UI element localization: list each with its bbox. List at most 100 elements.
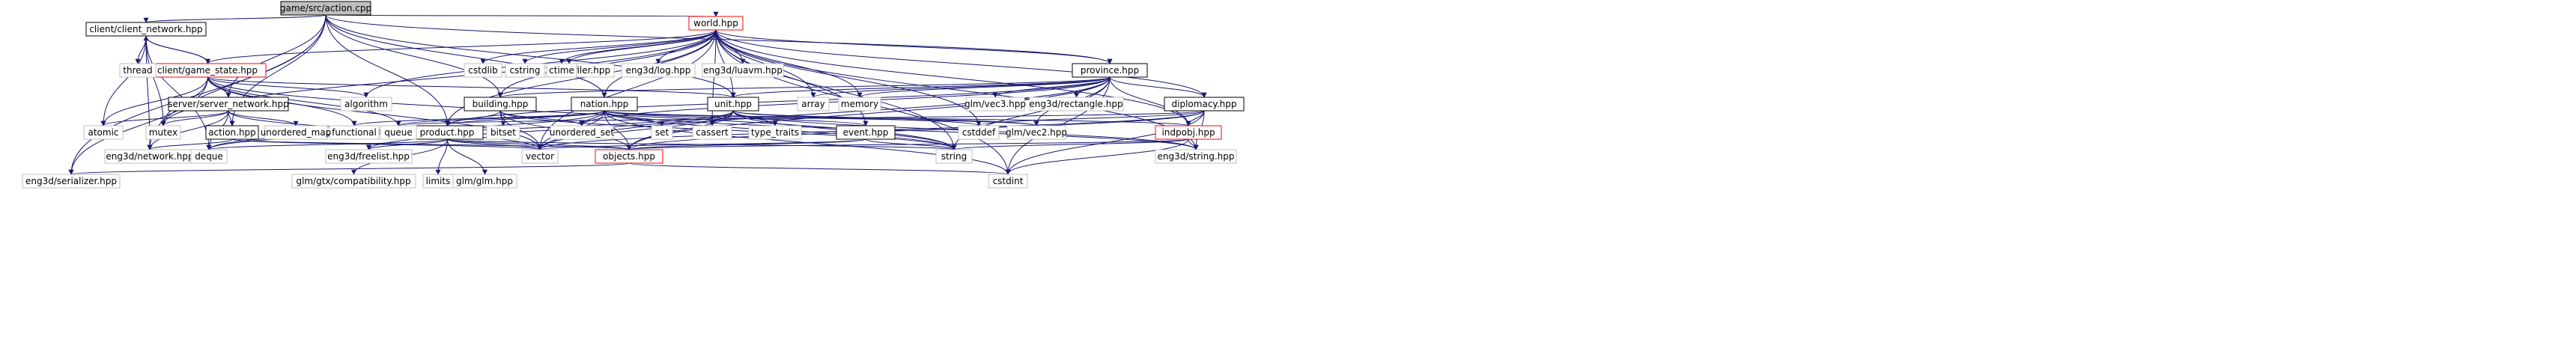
node-objects-hpp[interactable]: objects.hpp: [595, 149, 663, 164]
node-deque[interactable]: deque: [190, 149, 228, 164]
svg-text:objects.hpp: objects.hpp: [603, 151, 655, 162]
node-string[interactable]: string: [935, 149, 973, 164]
svg-text:algorithm: algorithm: [344, 99, 388, 109]
node-functional[interactable]: functional: [329, 125, 380, 140]
include-edge-diplomacy-hpp-to-queue: [396, 110, 1205, 126]
include-edge-world-hpp-to-indpobj-hpp: [715, 29, 1191, 126]
node-unordered-set[interactable]: unordered_set: [550, 125, 615, 140]
node-cassert[interactable]: cassert: [692, 125, 732, 140]
node-building-hpp[interactable]: building.hpp: [464, 97, 537, 112]
include-edge-client-game-state-hpp-to-atomic: [100, 76, 208, 126]
node-event-hpp[interactable]: event.hpp: [836, 125, 896, 140]
svg-text:string: string: [941, 151, 967, 162]
include-edge-client-network-hpp-to-atomic: [100, 35, 147, 126]
include-edge-province-hpp-to-indpobj-hpp: [1109, 76, 1191, 126]
svg-text:client/game_state.hpp: client/game_state.hpp: [157, 65, 258, 76]
svg-text:array: array: [801, 99, 824, 109]
include-edge-action-hpp-to-eng3d-network-hpp: [147, 138, 233, 150]
svg-text:functional: functional: [332, 127, 377, 138]
node-queue[interactable]: queue: [380, 125, 417, 140]
node-client-network-hpp[interactable]: client/client_network.hpp: [85, 22, 207, 37]
node-glm-gtx-compatibility-hpp[interactable]: glm/gtx/compatibility.hpp: [291, 174, 416, 189]
node-vector[interactable]: vector: [521, 149, 559, 164]
include-edge-diplomacy-hpp-to-cstddef: [976, 110, 1205, 126]
svg-text:unordered_set: unordered_set: [550, 127, 615, 138]
node-glm-vec3-hpp[interactable]: glm/vec3.hpp: [965, 97, 1026, 112]
include-edge-client-game-state-hpp-to-string: [207, 76, 957, 150]
node-memory[interactable]: memory: [838, 97, 881, 112]
include-edge-unit-hpp-to-cstddef: [732, 110, 982, 126]
node-atomic[interactable]: atomic: [83, 125, 124, 140]
node-diplomacy-hpp[interactable]: diplomacy.hpp: [1164, 97, 1245, 112]
svg-text:bitset: bitset: [490, 127, 516, 138]
include-edge-world-hpp-to-province-hpp: [715, 29, 1113, 64]
include-edge-world-hpp-to-client-game-state-hpp: [205, 29, 717, 64]
node-glm-glm-hpp[interactable]: glm/glm.hpp: [452, 174, 517, 189]
include-edge-province-hpp-to-building-hpp: [497, 76, 1111, 98]
node-cstddef[interactable]: cstddef: [958, 125, 1000, 140]
svg-text:glm/vec3.hpp: glm/vec3.hpp: [965, 99, 1026, 109]
include-edge-game-src-action-cpp-to-client-network-hpp: [143, 14, 326, 23]
node-ctime[interactable]: ctime: [546, 63, 577, 78]
svg-text:atomic: atomic: [88, 127, 118, 138]
svg-text:cstddef: cstddef: [962, 127, 996, 138]
svg-text:game/src/action.cpp: game/src/action.cpp: [280, 3, 371, 13]
include-edge-indpobj-hpp-to-objects-hpp: [627, 138, 1189, 150]
node-cstdlib[interactable]: cstdlib: [464, 63, 502, 78]
include-edge-client-game-state-hpp-to-client-network-hpp: [143, 35, 208, 64]
node-eng3d-string-hpp[interactable]: eng3d/string.hpp: [1155, 149, 1237, 164]
node-set[interactable]: set: [651, 125, 673, 140]
include-edge-indpobj-hpp-to-eng3d-string-hpp: [1188, 138, 1199, 150]
node-eng3d-network-hpp[interactable]: eng3d/network.hpp: [104, 149, 195, 164]
svg-text:indpobj.hpp: indpobj.hpp: [1161, 127, 1215, 138]
node-province-hpp[interactable]: province.hpp: [1072, 63, 1148, 78]
node-unit-hpp[interactable]: unit.hpp: [707, 97, 759, 112]
node-unordered-map[interactable]: unordered_map: [261, 125, 332, 140]
svg-text:glm/vec2.hpp: glm/vec2.hpp: [1006, 127, 1067, 138]
include-edge-action-hpp-to-objects-hpp: [231, 138, 632, 150]
include-edge-province-hpp-to-memory: [857, 76, 1111, 98]
svg-text:thread: thread: [123, 65, 152, 76]
node-cstdint[interactable]: cstdint: [988, 174, 1028, 189]
svg-text:eng3d/rectangle.hpp: eng3d/rectangle.hpp: [1029, 99, 1123, 109]
node-server-network-hpp[interactable]: server/server_network.hpp: [168, 97, 289, 112]
node-type-traits[interactable]: type_traits: [748, 125, 802, 140]
include-edge-nation-hpp-to-eng3d-string-hpp: [604, 110, 1199, 150]
include-edge-product-hpp-to-deque: [206, 138, 448, 150]
svg-text:glm/gtx/compatibility.hpp: glm/gtx/compatibility.hpp: [296, 176, 410, 186]
node-eng3d-luavm-hpp[interactable]: eng3d/luavm.hpp: [702, 63, 784, 78]
include-edge-world-hpp-to-diplomacy-hpp: [715, 29, 1207, 98]
include-edge-game-src-action-cpp-to-server-network-hpp: [225, 14, 326, 98]
node-eng3d-freelist-hpp[interactable]: eng3d/freelist.hpp: [325, 149, 413, 164]
node-thread[interactable]: thread: [119, 63, 157, 78]
node-indpobj-hpp[interactable]: indpobj.hpp: [1155, 125, 1222, 140]
include-edge-world-hpp-to-cstdlib: [480, 29, 717, 64]
include-edge-client-game-state-hpp-to-algorithm: [207, 76, 369, 98]
node-product-hpp[interactable]: product.hpp: [411, 125, 484, 140]
node-eng3d-log-hpp[interactable]: eng3d/log.hpp: [621, 63, 696, 78]
svg-text:eng3d/luavm.hpp: eng3d/luavm.hpp: [703, 65, 783, 76]
include-edge-product-hpp-to-limits: [435, 138, 448, 175]
include-edge-world-hpp-to-cstring: [522, 29, 717, 64]
include-edge-client-game-state-hpp-to-unit-hpp: [207, 76, 736, 98]
node-world-hpp[interactable]: world.hpp: [688, 16, 744, 31]
node-array[interactable]: array: [797, 97, 830, 112]
node-algorithm[interactable]: algorithm: [340, 97, 392, 112]
node-eng3d-rectangle-hpp[interactable]: eng3d/rectangle.hpp: [1029, 97, 1124, 112]
node-game-src-action-cpp[interactable]: game/src/action.cpp: [280, 1, 371, 16]
node-mutex[interactable]: mutex: [145, 125, 181, 140]
node-cstring[interactable]: cstring: [505, 63, 545, 78]
include-edge-province-hpp-to-diplomacy-hpp: [1109, 76, 1207, 98]
node-limits[interactable]: limits: [422, 174, 454, 189]
svg-text:world.hpp: world.hpp: [693, 18, 738, 28]
node-bitset[interactable]: bitset: [486, 125, 520, 140]
svg-text:product.hpp: product.hpp: [420, 127, 475, 138]
include-edge-world-hpp-to-cassert: [709, 29, 717, 126]
node-eng3d-serializer-hpp[interactable]: eng3d/serializer.hpp: [22, 174, 121, 189]
include-edge-world-hpp-to-product-hpp: [445, 29, 717, 126]
svg-text:mutex: mutex: [149, 127, 177, 138]
node-action-hpp[interactable]: action.hpp: [205, 125, 259, 140]
node-glm-vec2-hpp[interactable]: glm/vec2.hpp: [1006, 125, 1067, 140]
node-client-game-state-hpp[interactable]: client/game_state.hpp: [149, 63, 267, 78]
node-nation-hpp[interactable]: nation.hpp: [571, 97, 638, 112]
